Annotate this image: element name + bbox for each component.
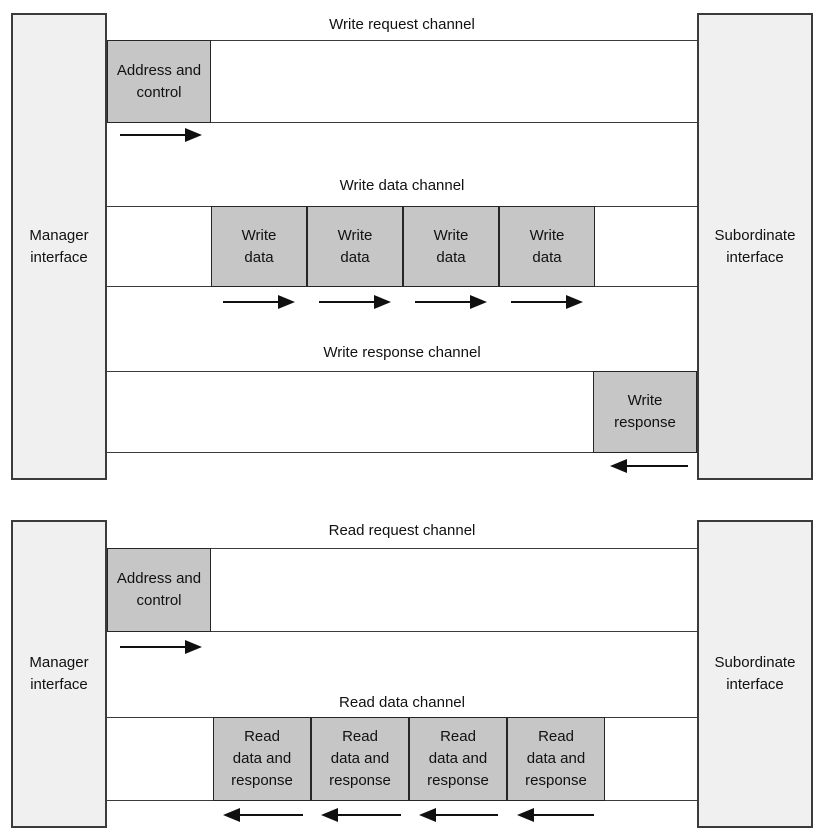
- arrow-shaft: [534, 814, 594, 816]
- read-data-and-response-box: Read data and response: [507, 717, 605, 801]
- address-and-control-label: control: [136, 592, 182, 609]
- subordinate-interface-box: Subordinate interface: [697, 520, 813, 828]
- manager-interface-box: Manager interface: [11, 520, 107, 828]
- manager-interface-box: Manager interface: [11, 13, 107, 480]
- arrow-shaft: [627, 465, 688, 467]
- arrow-shaft: [223, 301, 278, 303]
- manager-interface-label: interface: [30, 248, 88, 266]
- right-arrow-icon: [223, 295, 295, 309]
- address-and-control-box: Address and control: [107, 548, 211, 632]
- address-and-control-label: control: [136, 83, 182, 101]
- arrow-shaft: [511, 301, 566, 303]
- manager-interface-label: Manager: [29, 654, 89, 671]
- write-data-label: data: [340, 248, 370, 266]
- arrow-shaft: [240, 814, 303, 816]
- right-arrow-icon: [120, 640, 202, 654]
- right-arrow-icon: [319, 295, 391, 309]
- read-data-and-response-box: Read data and response: [409, 717, 507, 801]
- arrow-shaft: [120, 134, 185, 136]
- manager-interface-label: Manager: [29, 226, 89, 244]
- write-data-label: data: [532, 248, 562, 266]
- write-data-label: data: [436, 248, 466, 266]
- arrow-head: [374, 295, 391, 309]
- subordinate-interface-box: Subordinate interface: [697, 13, 813, 480]
- write-data-channel-label: Write data channel: [339, 177, 465, 194]
- subordinate-interface-label: interface: [726, 248, 784, 266]
- write-data-box: Write data: [403, 206, 499, 287]
- left-arrow-icon: [610, 459, 688, 473]
- address-and-control-label: Address and: [116, 61, 202, 79]
- write-data-label: data: [244, 248, 274, 266]
- write-data-box: Write data: [307, 206, 403, 287]
- arrow-head: [223, 808, 240, 822]
- left-arrow-icon: [321, 808, 401, 822]
- arrow-head: [517, 808, 534, 822]
- read-data-and-response-label: data and: [428, 750, 488, 767]
- read-data-and-response-label: data and: [330, 750, 390, 767]
- read-data-and-response-box: Read data and response: [213, 717, 311, 801]
- read-request-channel-label: Read request channel: [328, 522, 476, 539]
- read-data-and-response-label: data and: [232, 750, 292, 767]
- arrow-shaft: [436, 814, 498, 816]
- write-response-channel-label: Write response channel: [323, 344, 481, 361]
- left-arrow-icon: [419, 808, 498, 822]
- read-data-and-response-label: Read: [342, 728, 378, 745]
- read-data-and-response-label: response: [329, 772, 391, 789]
- subordinate-interface-label: interface: [726, 676, 784, 693]
- write-data-label: Write: [337, 226, 373, 244]
- left-arrow-icon: [517, 808, 594, 822]
- address-and-control-box: Address and control: [107, 40, 211, 123]
- arrow-head: [185, 640, 202, 654]
- arrow-head: [185, 128, 202, 142]
- arrow-head: [278, 295, 295, 309]
- left-arrow-icon: [223, 808, 303, 822]
- write-response-label: Write: [627, 392, 663, 409]
- write-data-label: Write: [433, 226, 469, 244]
- read-data-and-response-label: response: [427, 772, 489, 789]
- arrow-head: [610, 459, 627, 473]
- read-data-channel-label: Read data channel: [339, 694, 465, 711]
- write-data-label: Write: [241, 226, 277, 244]
- read-data-and-response-label: Read: [440, 728, 476, 745]
- write-data-box: Write data: [211, 206, 307, 287]
- read-data-and-response-label: data and: [526, 750, 586, 767]
- write-data-label: Write: [529, 226, 565, 244]
- right-arrow-icon: [415, 295, 487, 309]
- address-and-control-label: Address and: [116, 570, 202, 587]
- arrow-head: [566, 295, 583, 309]
- arrow-shaft: [319, 301, 374, 303]
- read-data-and-response-label: response: [525, 772, 587, 789]
- arrow-shaft: [120, 646, 185, 648]
- read-data-and-response-label: Read: [244, 728, 280, 745]
- write-response-label: response: [614, 414, 676, 431]
- manager-interface-label: interface: [30, 676, 88, 693]
- read-data-and-response-box: Read data and response: [311, 717, 409, 801]
- read-data-and-response-label: Read: [538, 728, 574, 745]
- write-response-box: Write response: [593, 371, 697, 453]
- arrow-head: [419, 808, 436, 822]
- write-data-box: Write data: [499, 206, 595, 287]
- arrow-head: [321, 808, 338, 822]
- arrow-shaft: [338, 814, 401, 816]
- read-data-and-response-label: response: [231, 772, 293, 789]
- right-arrow-icon: [120, 128, 202, 142]
- arrow-head: [470, 295, 487, 309]
- subordinate-interface-label: Subordinate: [714, 654, 796, 671]
- subordinate-interface-label: Subordinate: [714, 226, 796, 244]
- right-arrow-icon: [511, 295, 583, 309]
- write-request-channel-label: Write request channel: [329, 16, 475, 33]
- arrow-shaft: [415, 301, 470, 303]
